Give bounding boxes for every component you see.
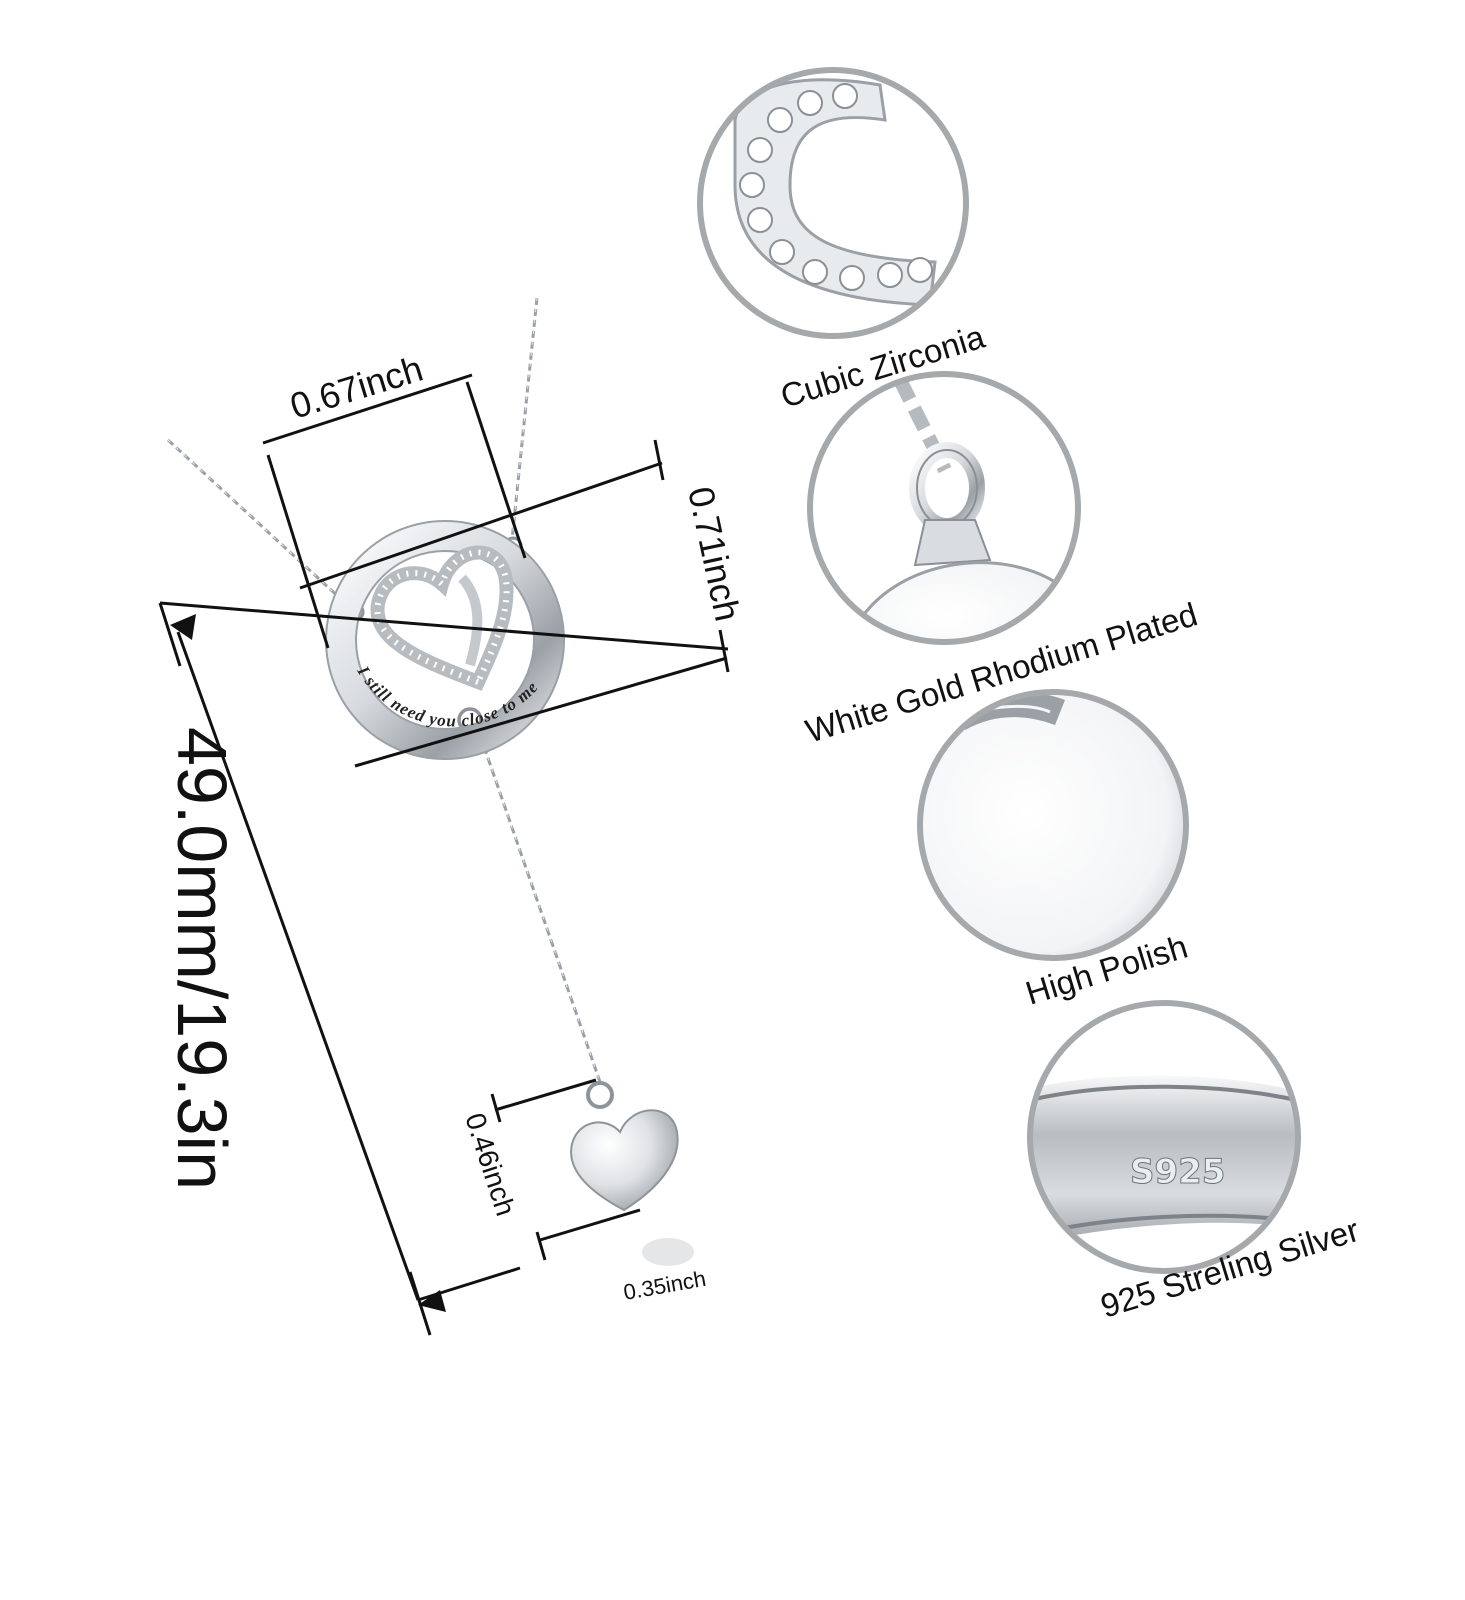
- dim-ring-width: 0.67inch: [285, 348, 427, 427]
- zirconia-closeup-icon: [697, 67, 969, 339]
- polished-surface-closeup-icon: [917, 689, 1189, 961]
- pendant-ring: I still need you close to me: [325, 520, 565, 760]
- heart-charm: [570, 1081, 679, 1212]
- dim-total-length: 49.0mm/19.3in: [163, 727, 241, 1190]
- necklace-product: I still need you close to me: [166, 297, 679, 1212]
- s925-stamp-text: S925: [1130, 1152, 1225, 1192]
- dimension-lines: [158, 373, 730, 1336]
- dim-ring-height: 0.71inch: [680, 483, 748, 625]
- zirconia-heart: [370, 545, 514, 691]
- bail-ring-closeup-icon: [807, 371, 1081, 645]
- chain-left: [166, 438, 357, 614]
- dim-heart-height: 0.46inch: [459, 1109, 521, 1219]
- s925-stamp-closeup-icon: S925: [1027, 1000, 1301, 1274]
- dim-heart-width: 0.35inch: [622, 1266, 708, 1305]
